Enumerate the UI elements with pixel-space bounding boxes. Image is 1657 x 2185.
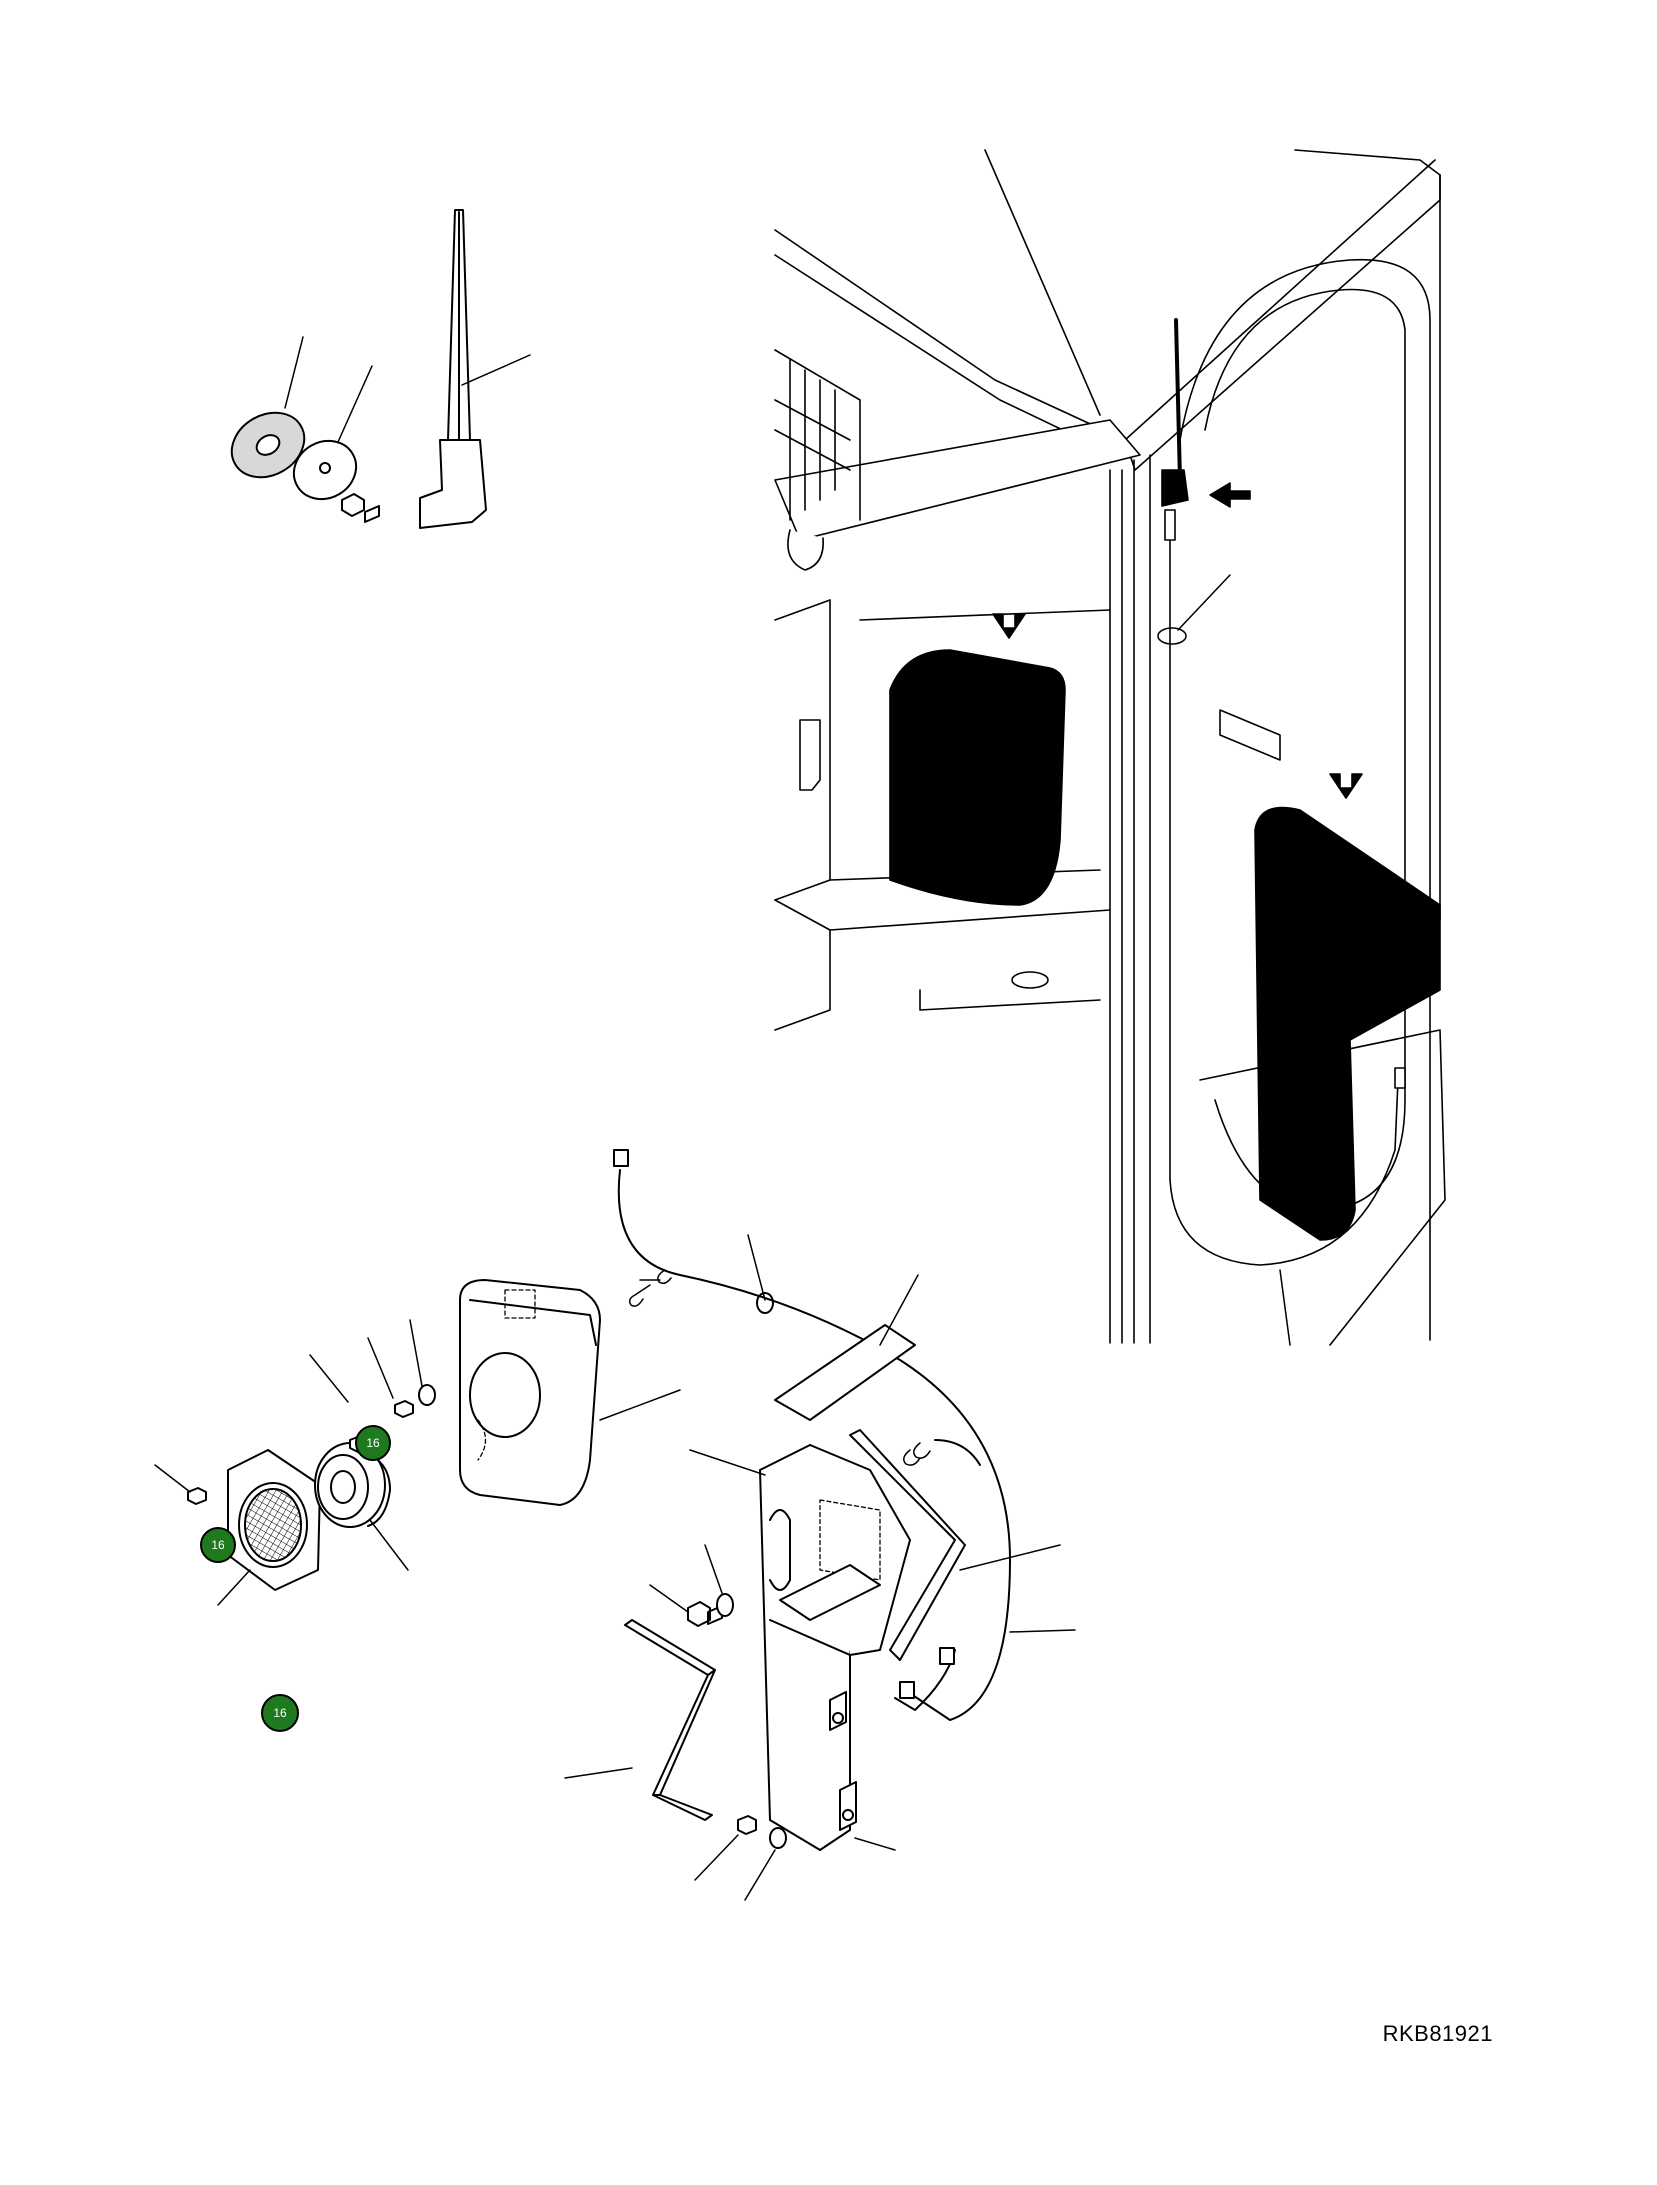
right-speaker-cover <box>1254 806 1441 1241</box>
lower-washer <box>769 1827 787 1849</box>
drawing-code: RKB81921 <box>1382 2021 1493 2046</box>
box-screw <box>394 1400 414 1418</box>
callout-badge-label: 16 <box>211 1538 225 1552</box>
left-speaker-cover <box>889 649 1066 906</box>
mounted-antenna <box>1174 318 1182 482</box>
antenna-assembly <box>230 209 531 529</box>
box-washer <box>418 1384 436 1406</box>
arrow-left-cover <box>992 613 1026 639</box>
weather-strip <box>849 1429 966 1661</box>
callout-badge-label: 16 <box>366 1436 380 1450</box>
harness-clip <box>756 1292 774 1314</box>
callout-badge-label: 16 <box>273 1706 287 1720</box>
cover-strip <box>774 1324 916 1421</box>
antenna-cable <box>1169 519 1399 1266</box>
grille-screw <box>187 1487 207 1505</box>
antenna-nut <box>341 493 365 517</box>
lower-bolt <box>737 1815 757 1835</box>
hex-wrench <box>624 1619 716 1821</box>
antenna-plate <box>292 439 358 501</box>
antenna-bolt <box>364 505 380 523</box>
callout-badge: 16 <box>261 1694 299 1732</box>
arrow-right-cover <box>1329 773 1363 799</box>
callout-badge: 16 <box>200 1527 236 1563</box>
antenna-base <box>419 439 487 529</box>
speaker-box <box>459 1279 601 1506</box>
arrow-antenna <box>1209 482 1251 508</box>
cab-structure <box>773 149 1446 1347</box>
wiring-harness <box>617 1169 1011 1721</box>
bracket-washer <box>716 1593 734 1617</box>
callout-badge: 16 <box>355 1425 391 1461</box>
speaker-assembly <box>154 1149 1076 1901</box>
